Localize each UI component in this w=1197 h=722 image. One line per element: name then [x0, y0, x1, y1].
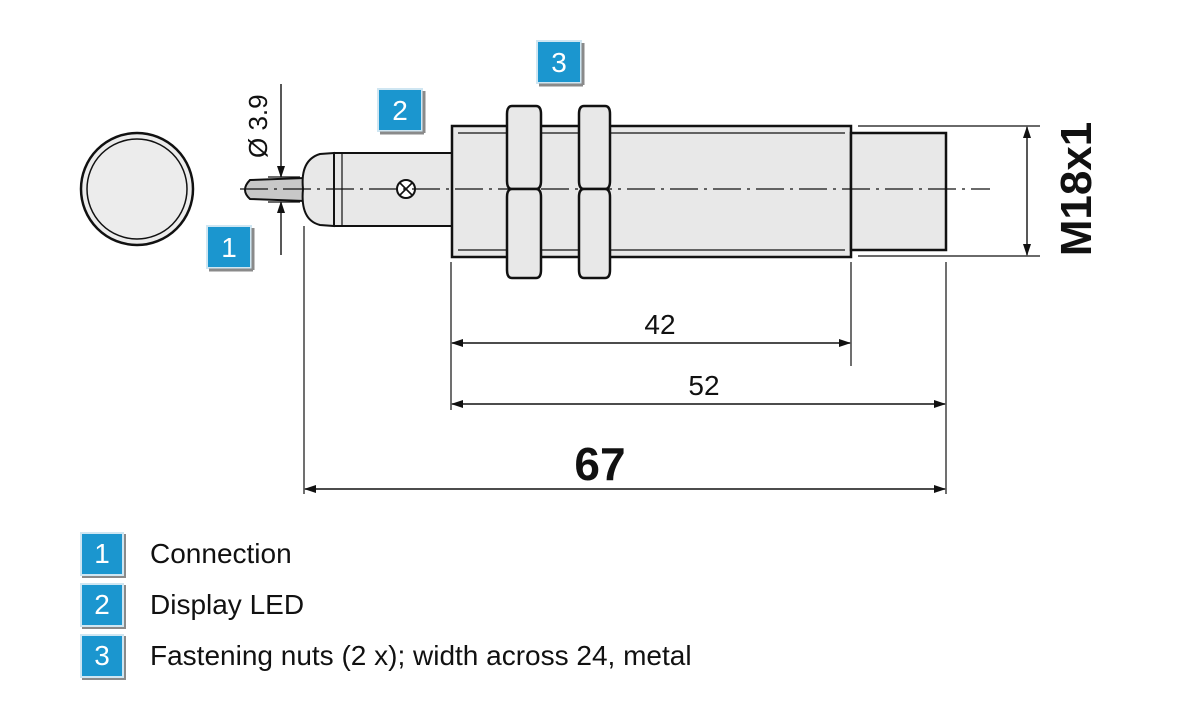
legend-label: Display LED: [150, 589, 305, 620]
legend-label: Connection: [150, 538, 292, 569]
fastening-nut-1: [505, 104, 543, 280]
extension-lines: [303, 125, 1040, 494]
dimension-52: 52: [451, 370, 946, 408]
thread-size-label: M18x1: [1052, 122, 1101, 257]
end-view: [79, 131, 195, 247]
dimension-67-label: 67: [574, 438, 625, 490]
front-cap: [849, 131, 948, 252]
cable-diameter-dimension: Ø 3.9: [243, 84, 300, 255]
cable-diameter-label: Ø 3.9: [243, 94, 273, 158]
callout-badge-3: 3: [536, 40, 585, 87]
callout-badge-3-number: 3: [551, 47, 567, 78]
legend-label: Fastening nuts (2 x); width across 24, m…: [150, 640, 692, 671]
fastening-nut-2: [577, 104, 612, 280]
callout-badge-1-number: 1: [221, 232, 237, 263]
legend-badge: 2: [80, 583, 124, 627]
dimension-42-label: 42: [644, 309, 675, 340]
dimension-42: 42: [451, 309, 851, 347]
legend-badge: 3: [80, 634, 124, 678]
legend-item-connection: 1 Connection: [80, 532, 692, 576]
thread-dimension: M18x1: [1023, 122, 1101, 257]
dimension-52-label: 52: [688, 370, 719, 401]
callout-badge-1: 1: [206, 225, 255, 272]
callout-badge-2-number: 2: [392, 95, 408, 126]
legend: 1 Connection 2 Display LED 3 Fastening n…: [80, 532, 692, 685]
callout-badge-2: 2: [377, 88, 426, 135]
dimension-67: 67: [304, 438, 946, 493]
legend-item-fastening-nuts: 3 Fastening nuts (2 x); width across 24,…: [80, 634, 692, 678]
legend-item-display-led: 2 Display LED: [80, 583, 692, 627]
legend-badge: 1: [80, 532, 124, 576]
